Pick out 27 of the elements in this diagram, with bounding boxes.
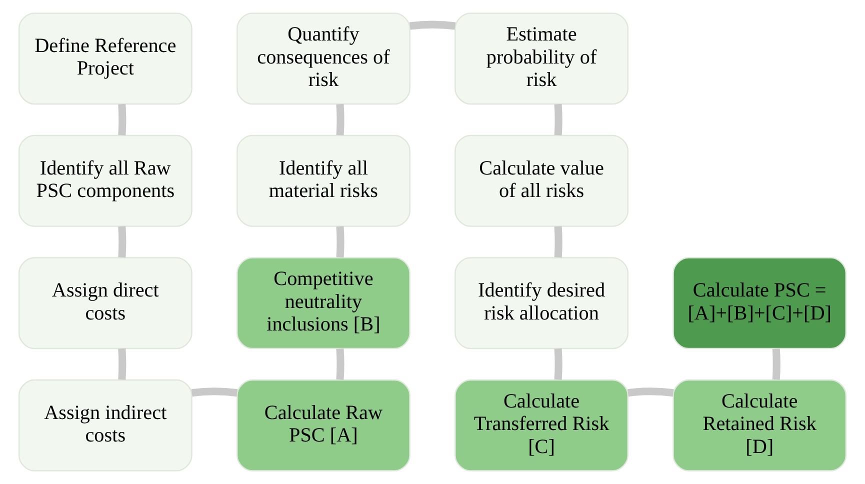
node-box: Quantify consequences of risk: [236, 12, 410, 105]
node-box: Assign indirect costs: [18, 379, 192, 472]
connector: [118, 104, 126, 136]
node-box: Estimate probability of risk: [454, 12, 629, 105]
connector: [336, 104, 344, 136]
node-box: Define Reference Project: [18, 12, 192, 105]
node-box: Identify all Raw PSC components: [18, 134, 192, 227]
connector: [191, 388, 238, 397]
connector: [554, 226, 562, 258]
connector: [554, 348, 562, 380]
connector: [336, 226, 344, 258]
node-box: Identify all material risks: [236, 134, 410, 227]
connector: [628, 388, 674, 397]
node-box: Calculate PSC = [A]+[B]+[C]+[D]: [672, 257, 847, 350]
node-box: Calculate Transferred Risk [C]: [454, 379, 629, 472]
node-box: Calculate Raw PSC [A]: [236, 379, 410, 472]
connector: [409, 20, 456, 30]
node-box: Calculate value of all risks: [454, 134, 629, 227]
connector: [772, 348, 780, 380]
node-box: Calculate Retained Risk [D]: [672, 379, 847, 472]
node-box: Identify desired risk allocation: [454, 257, 629, 350]
node-box: Competitive neutrality inclusions [B]: [236, 257, 410, 350]
connector: [336, 348, 344, 380]
connector: [554, 104, 562, 136]
connector: [118, 226, 126, 258]
node-box: Assign direct costs: [18, 257, 192, 350]
connector: [118, 348, 126, 380]
